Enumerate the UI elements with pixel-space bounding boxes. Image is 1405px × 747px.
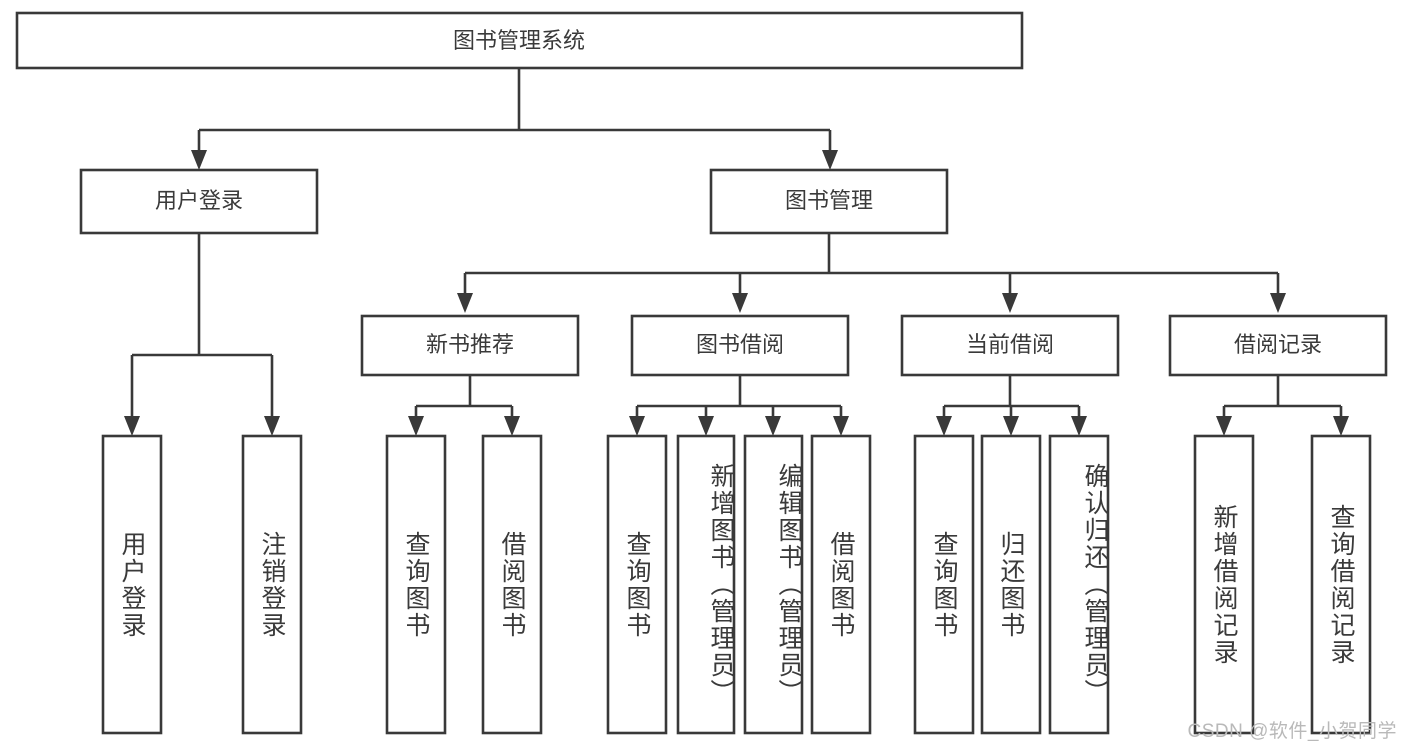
arrow-head-icon: [732, 293, 748, 313]
leaf-box-query-borrow-record[interactable]: [1310, 434, 1372, 735]
leaf-box-user-login[interactable]: [101, 434, 163, 735]
leaf-box-query-book-1[interactable]: [385, 434, 447, 735]
arrow-head-icon: [822, 150, 838, 170]
leaf-box-confirm-return-admin[interactable]: [1048, 434, 1110, 735]
arrow-head-icon: [264, 416, 280, 436]
node-current-borrow[interactable]: 当前借阅: [900, 314, 1120, 377]
arrow-head-icon: [1270, 293, 1286, 313]
leaf-box-edit-book-admin[interactable]: [743, 434, 804, 735]
arrow-head-icon: [833, 416, 849, 436]
node-root[interactable]: 图书管理系统: [15, 11, 1024, 70]
connector-new-book-recommend-to-leaves: [408, 375, 520, 436]
arrow-head-icon: [457, 293, 473, 313]
book-borrow-label: 图书借阅: [696, 332, 784, 357]
current-borrow-box[interactable]: [900, 314, 1120, 377]
arrow-head-icon: [504, 416, 520, 436]
book-management-label: 图书管理: [785, 188, 873, 213]
node-new-book-recommend[interactable]: 新书推荐: [360, 314, 580, 377]
arrow-head-icon: [698, 416, 714, 436]
root-label: 图书管理系统: [453, 28, 585, 53]
arrow-head-icon: [1333, 416, 1349, 436]
new-book-recommend-box[interactable]: [360, 314, 580, 377]
arrow-head-icon: [1002, 293, 1018, 313]
node-book-borrow[interactable]: 图书借阅: [630, 314, 850, 377]
connector-book-borrow-to-leaves: [629, 375, 849, 436]
leaf-box-query-book-2[interactable]: [606, 434, 668, 735]
arrow-head-icon: [936, 416, 952, 436]
arrow-head-icon: [124, 416, 140, 436]
arrow-head-icon: [1216, 416, 1232, 436]
csdn-watermark: CSDN @软件_小贺同学: [1187, 721, 1397, 742]
node-user-login[interactable]: 用户登录: [79, 168, 319, 235]
connector-current-borrow-to-leaves: [936, 375, 1087, 436]
arrow-head-icon: [191, 150, 207, 170]
root-box[interactable]: [15, 11, 1024, 70]
arrow-head-icon: [408, 416, 424, 436]
new-book-recommend-label: 新书推荐: [426, 332, 514, 357]
leaf-box-borrow-book-2[interactable]: [810, 434, 872, 735]
arrow-head-icon: [629, 416, 645, 436]
leaf-box-query-book-3[interactable]: [913, 434, 975, 735]
user-login-label: 用户登录: [155, 188, 243, 213]
borrow-record-label: 借阅记录: [1234, 332, 1322, 357]
leaf-box-logout[interactable]: [241, 434, 303, 735]
arrow-head-icon: [1003, 416, 1019, 436]
current-borrow-label: 当前借阅: [966, 332, 1054, 357]
user-login-box[interactable]: [79, 168, 319, 235]
node-book-management[interactable]: 图书管理: [709, 168, 949, 235]
connector-book-management-to-level3: [457, 233, 1286, 313]
connector-borrow-record-to-leaves: [1216, 375, 1349, 436]
arrow-head-icon: [765, 416, 781, 436]
connector-user-login-to-leaves: [124, 233, 280, 436]
leaf-box-add-borrow-record[interactable]: [1193, 434, 1255, 735]
leaf-box-add-book-admin[interactable]: [676, 434, 736, 735]
leaf-box-return-book[interactable]: [980, 434, 1042, 735]
leaf-box-borrow-book-1[interactable]: [481, 434, 543, 735]
node-borrow-record[interactable]: 借阅记录: [1168, 314, 1388, 377]
connector-root-to-level2: [191, 68, 838, 170]
arrow-head-icon: [1071, 416, 1087, 436]
